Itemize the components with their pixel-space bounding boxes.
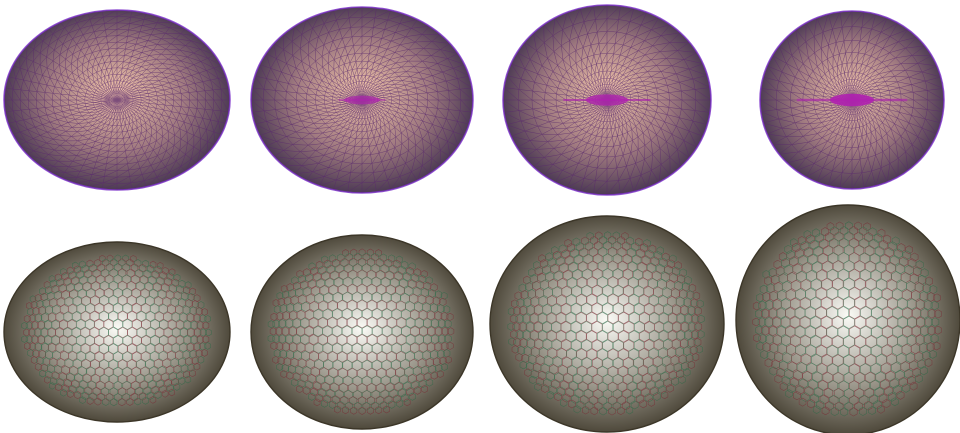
poly-mesh-1 <box>3 241 231 423</box>
tri-mesh-1 <box>3 9 231 191</box>
mesh-outline <box>250 6 474 194</box>
mesh-outline <box>3 9 231 191</box>
poly-mesh-2 <box>250 234 474 430</box>
mesh-edges <box>267 248 455 415</box>
mesh-outline <box>250 234 474 430</box>
mesh-edges <box>4 10 230 190</box>
mesh-surface <box>490 216 724 432</box>
tri-mesh-2 <box>250 6 474 194</box>
mesh-outline <box>489 215 725 433</box>
mesh-edges <box>251 7 473 193</box>
mesh-outline <box>759 10 945 190</box>
mesh-edges <box>752 221 942 417</box>
mesh-edges <box>507 231 705 416</box>
tri-mesh-3 <box>502 4 712 196</box>
mesh-edges <box>21 254 212 407</box>
tri-mesh-4 <box>759 10 945 190</box>
triangular-mesh-row <box>3 4 945 196</box>
mesh-surface <box>4 242 230 422</box>
mesh-outline <box>735 204 960 433</box>
poly-mesh-3 <box>489 215 725 433</box>
mesh-outline <box>502 4 712 196</box>
poly-mesh-4 <box>735 204 960 433</box>
polygonal-mesh-row <box>3 204 960 433</box>
mesh-outline <box>3 241 231 423</box>
